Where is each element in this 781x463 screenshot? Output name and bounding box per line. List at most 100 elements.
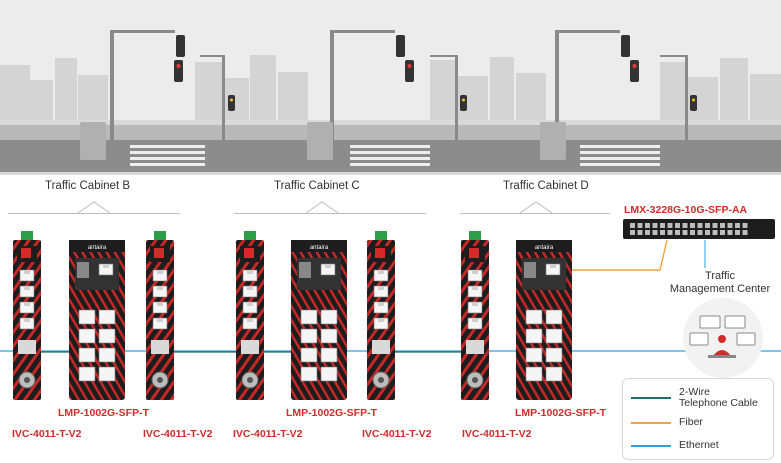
rj45-port xyxy=(373,301,389,314)
poe-port xyxy=(320,347,338,363)
rj45-port xyxy=(242,285,258,298)
legend-ethernet-label: Ethernet xyxy=(679,439,719,451)
cabinet-d-label: Traffic Cabinet D xyxy=(503,180,589,192)
poe-port xyxy=(300,347,318,363)
sfp-port xyxy=(299,262,311,278)
core-sfp-port xyxy=(690,230,695,235)
terminal-block xyxy=(469,231,481,240)
legend-item-fiber: Fiber xyxy=(631,417,703,428)
rj45-port xyxy=(467,269,483,282)
traffic-poles xyxy=(110,30,688,140)
extender-unit-3 xyxy=(236,231,264,400)
dip-switch xyxy=(375,248,385,258)
poe-switch-unit-3: antaira xyxy=(516,240,572,400)
poe-switch-label-c: LMP-1002G-SFP-T xyxy=(286,407,378,419)
crosswalks xyxy=(130,145,660,166)
management-center-line1: Traffic xyxy=(705,270,735,282)
led-panel xyxy=(151,340,169,354)
rj45-port xyxy=(19,269,35,282)
core-sfp-port xyxy=(652,223,658,228)
poe-switch-label-d: LMP-1002G-SFP-T xyxy=(515,407,607,419)
core-switch-label: LMX-3228G-10G-SFP-AA xyxy=(624,204,748,216)
poe-port xyxy=(545,309,563,325)
core-sfp-port xyxy=(727,230,733,235)
legend-telephone-line1: 2-Wire xyxy=(679,386,710,398)
legend-item-ethernet: Ethernet xyxy=(631,440,719,451)
poe-port xyxy=(545,366,563,382)
terminal-block xyxy=(244,231,256,240)
poe-port xyxy=(545,347,563,363)
uplink-port xyxy=(545,263,561,276)
cabinet-b-label: Traffic Cabinet B xyxy=(45,180,131,192)
core-sfp-port xyxy=(712,223,718,228)
rj45-port xyxy=(242,269,258,282)
extender-unit-5 xyxy=(461,231,489,400)
core-sfp-port xyxy=(697,230,703,235)
cabinet-c-bracket xyxy=(234,213,426,214)
rj45-port xyxy=(467,301,483,314)
poe-port xyxy=(320,309,338,325)
dip-switch xyxy=(244,248,254,258)
legend-item-telephone: 2-Wire Telephone Cable xyxy=(631,387,758,409)
poe-port xyxy=(98,347,116,363)
poe-port xyxy=(98,309,116,325)
poe-port xyxy=(98,366,116,382)
extender-unit-1 xyxy=(13,231,41,400)
core-sfp-port xyxy=(667,230,673,235)
poe-port xyxy=(525,347,543,363)
poe-port xyxy=(300,366,318,382)
poe-port xyxy=(300,328,318,344)
core-sfp-port xyxy=(682,223,688,228)
dip-switch xyxy=(21,248,31,258)
led-panel xyxy=(241,340,259,354)
core-sfp-port xyxy=(660,230,665,235)
core-sfp-port xyxy=(637,223,643,228)
rj45-port xyxy=(152,269,168,282)
core-sfp-port xyxy=(720,223,725,228)
poe-port xyxy=(525,309,543,325)
poe-port xyxy=(78,328,96,344)
rj45-port xyxy=(373,317,389,330)
poe-switch-unit-2: antaira xyxy=(291,240,347,400)
street-scene xyxy=(0,0,781,175)
dip-switch xyxy=(154,248,164,258)
legend-swatch-telephone xyxy=(631,397,671,399)
core-sfp-port xyxy=(645,230,650,235)
terminal-block xyxy=(375,231,387,240)
dip-switch xyxy=(469,248,479,258)
terminal-block xyxy=(154,231,166,240)
sfp-port xyxy=(524,262,536,278)
extender-label-4: IVC-4011-T-V2 xyxy=(362,428,432,440)
poe-port xyxy=(320,366,338,382)
rj45-port xyxy=(242,317,258,330)
core-sfp-port xyxy=(742,223,748,228)
rj45-port xyxy=(373,269,389,282)
core-sfp-port xyxy=(735,230,740,235)
poe-port xyxy=(300,309,318,325)
core-sfp-port xyxy=(630,223,635,228)
poe-port xyxy=(525,366,543,382)
rj45-port xyxy=(373,285,389,298)
legend-telephone-line2: Telephone Cable xyxy=(679,397,758,409)
core-sfp-port xyxy=(645,223,650,228)
led-panel xyxy=(18,340,36,354)
core-sfp-port xyxy=(720,230,725,235)
terminal-block xyxy=(21,231,33,240)
extender-label-3: IVC-4011-T-V2 xyxy=(233,428,303,440)
core-sfp-port xyxy=(742,230,748,235)
core-sfp-port xyxy=(667,223,673,228)
core-sfp-port xyxy=(697,223,703,228)
rj45-port xyxy=(19,317,35,330)
cabinet-d-bracket xyxy=(460,213,610,214)
rj45-port xyxy=(152,285,168,298)
brand-logo: antaira xyxy=(88,245,107,251)
poe-switch-label-b: LMP-1002G-SFP-T xyxy=(58,407,150,419)
cabinet-c-label: Traffic Cabinet C xyxy=(274,180,360,192)
led-panel xyxy=(466,340,484,354)
management-center-label: Traffic Management Center xyxy=(660,270,780,296)
core-sfp-port xyxy=(682,230,688,235)
core-sfp-port xyxy=(690,223,695,228)
rj45-port xyxy=(19,301,35,314)
